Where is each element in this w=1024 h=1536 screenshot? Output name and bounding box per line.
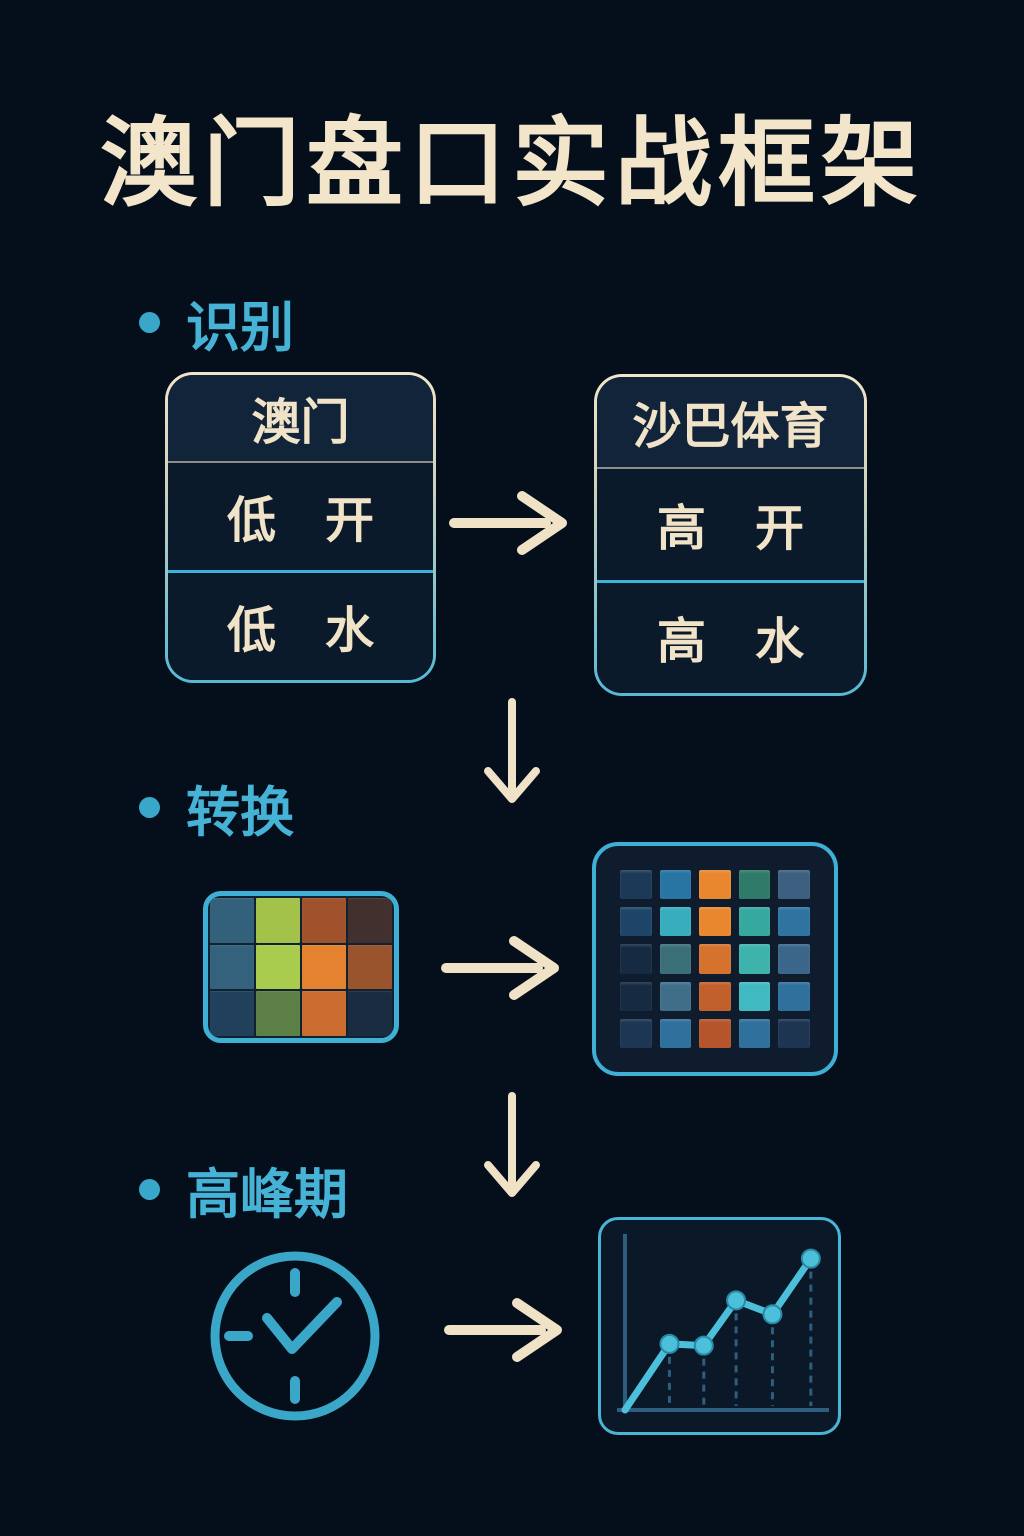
grid-cell xyxy=(778,981,810,1011)
grid-cell xyxy=(348,991,392,1036)
grid-cell xyxy=(738,870,771,900)
grid-cell xyxy=(256,898,300,943)
grid-cell xyxy=(620,981,652,1011)
table-header: 澳门 xyxy=(168,375,433,463)
grid-cell xyxy=(620,870,652,900)
grid-cell xyxy=(778,944,810,974)
grid-cell xyxy=(620,944,652,974)
section-label-text: 转换 xyxy=(186,783,294,843)
arrow-right-icon xyxy=(441,936,559,1000)
grid-cell xyxy=(659,981,692,1011)
grid-cell xyxy=(659,870,692,900)
bullet-icon xyxy=(139,1179,160,1200)
heatmap-small xyxy=(203,891,399,1043)
table-row: 高 开 xyxy=(597,469,864,580)
heatmap-large xyxy=(592,842,838,1076)
data-point xyxy=(762,1304,783,1325)
grid-cell xyxy=(348,898,392,943)
trend-chart-svg xyxy=(617,1234,829,1414)
data-point xyxy=(726,1290,747,1311)
saba-odds-table: 沙巴体育 高 开 高 水 xyxy=(594,374,867,696)
grid-cell xyxy=(210,898,254,943)
grid-cell xyxy=(738,907,771,937)
table-row: 低 水 xyxy=(168,570,433,680)
data-point xyxy=(693,1335,714,1356)
grid-cell xyxy=(302,991,346,1036)
table-header: 沙巴体育 xyxy=(597,377,864,469)
trend-chart-card xyxy=(598,1217,841,1435)
section-label-text: 识别 xyxy=(186,298,294,358)
grid-cell xyxy=(302,898,346,943)
section-label-convert: 转换 xyxy=(139,768,294,847)
grid-cell xyxy=(699,944,731,974)
clock-icon xyxy=(210,1251,380,1421)
arrow-down-icon xyxy=(484,698,540,803)
grid-cell xyxy=(738,981,771,1011)
trend-line xyxy=(621,1255,815,1414)
arrow-right-icon xyxy=(444,1298,562,1362)
grid-cell xyxy=(210,991,254,1036)
page-title: 澳门盘口实战框架 xyxy=(100,109,924,218)
grid-cell xyxy=(256,944,300,990)
bullet-icon xyxy=(139,312,160,333)
grid-cell xyxy=(659,1018,692,1048)
grid-cell xyxy=(348,944,392,990)
section-label-peak: 高峰期 xyxy=(139,1150,348,1229)
grid-cell xyxy=(738,944,771,974)
grid-cell xyxy=(738,1018,771,1048)
grid-cell xyxy=(256,991,300,1036)
grid-cell xyxy=(659,944,692,974)
arrow-right-icon xyxy=(449,491,567,555)
section-label-text: 高峰期 xyxy=(186,1165,348,1225)
data-point xyxy=(800,1248,821,1269)
macau-odds-table: 澳门 低 开 低 水 xyxy=(165,372,436,683)
grid-cell xyxy=(778,907,810,937)
section-label-identify: 识别 xyxy=(139,283,294,362)
grid-cell xyxy=(778,1018,810,1048)
grid-cell xyxy=(620,1018,652,1048)
table-row: 高 水 xyxy=(597,579,864,693)
grid-cell xyxy=(699,1018,731,1048)
bullet-icon xyxy=(139,797,160,818)
arrow-down-icon xyxy=(484,1092,540,1197)
grid-cell xyxy=(699,981,731,1011)
grid-cell xyxy=(778,870,810,900)
grid-cell xyxy=(659,907,692,937)
table-row: 低 开 xyxy=(168,463,433,570)
grid-cell xyxy=(699,907,731,937)
grid-cell xyxy=(699,870,731,900)
grid-cell xyxy=(302,944,346,990)
grid-cell xyxy=(620,907,652,937)
grid-cell xyxy=(210,944,254,990)
data-point xyxy=(659,1333,680,1354)
